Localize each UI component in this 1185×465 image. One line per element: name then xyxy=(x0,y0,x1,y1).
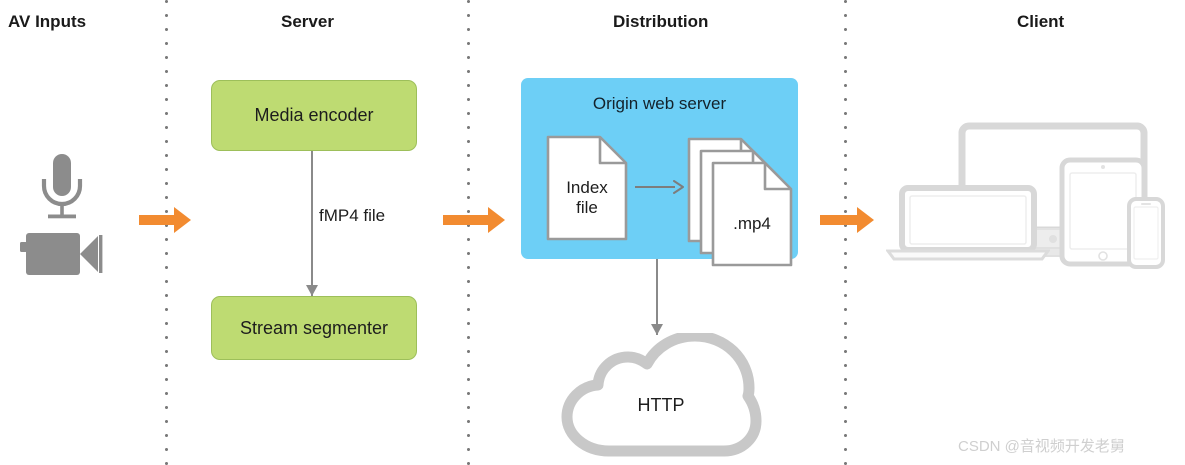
mp4-label: .mp4 xyxy=(733,214,771,233)
http-cloud-label: HTTP xyxy=(637,395,685,415)
index-file-document[interactable]: Index file xyxy=(546,135,628,241)
http-flow-arrow xyxy=(651,259,663,335)
index-to-mp4-arrow xyxy=(635,180,685,194)
index-file-label-line1: Index xyxy=(566,178,608,197)
column-divider-3 xyxy=(844,0,847,465)
column-title-client: Client xyxy=(1017,12,1065,31)
media-encoder-label: Media encoder xyxy=(254,105,374,125)
video-camera-icon xyxy=(18,228,108,280)
mp4-document-front[interactable]: .mp4 xyxy=(711,161,793,267)
http-cloud-node[interactable]: HTTP xyxy=(557,330,765,458)
stream-segmenter-node[interactable]: Stream segmenter xyxy=(211,296,417,360)
stage-arrow-2 xyxy=(443,207,505,233)
microphone-icon xyxy=(32,150,92,225)
index-file-label-line2: file xyxy=(576,198,598,217)
origin-web-server-label: Origin web server xyxy=(592,94,727,113)
watermark-text: CSDN @音视频开发老舅 xyxy=(958,438,1125,455)
column-title-server: Server xyxy=(281,12,334,31)
column-divider-2 xyxy=(467,0,470,465)
laptop-icon xyxy=(885,185,1051,263)
stream-segmenter-label: Stream segmenter xyxy=(239,317,389,338)
fmp4-flow-arrow xyxy=(306,151,318,296)
stage-arrow-1 xyxy=(139,207,191,233)
media-encoder-node[interactable]: Media encoder xyxy=(211,80,417,151)
column-divider-1 xyxy=(165,0,168,465)
tablet-icon xyxy=(1059,157,1147,267)
stage-arrow-3 xyxy=(820,207,874,233)
smartphone-icon xyxy=(1117,197,1175,274)
fmp4-file-label: fMP4 file xyxy=(319,206,386,225)
column-title-distribution: Distribution xyxy=(613,12,709,31)
column-title-av-inputs: AV Inputs xyxy=(8,12,87,31)
